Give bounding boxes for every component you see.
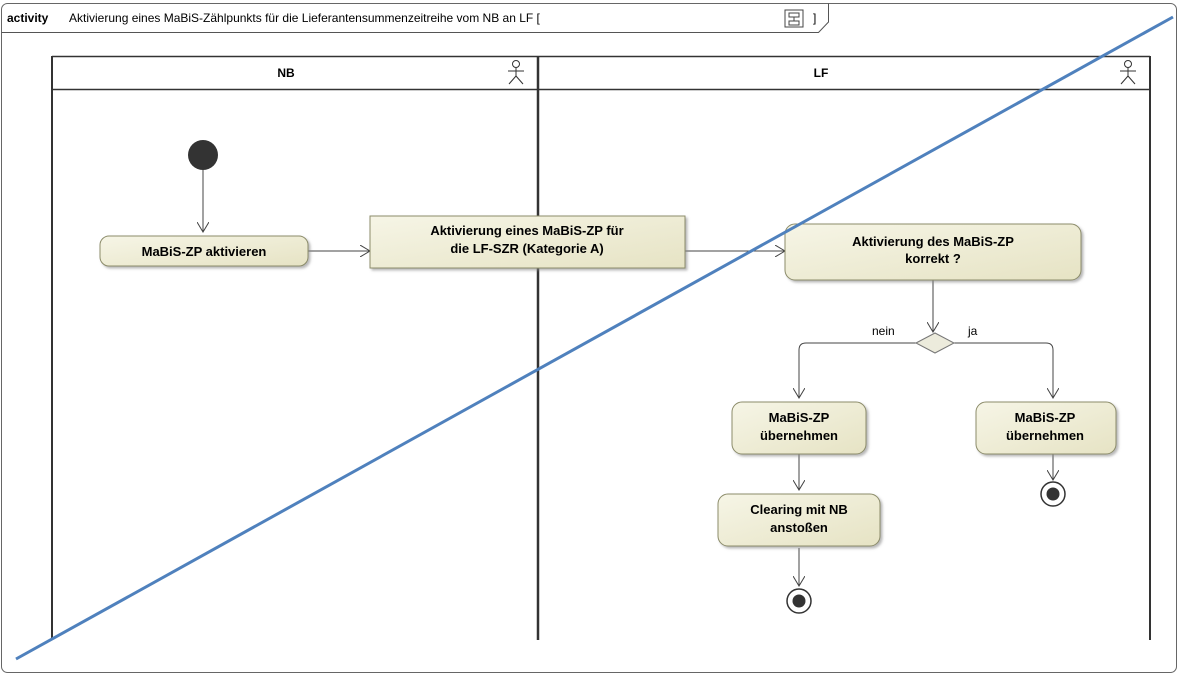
svg-text:MaBiS-ZP: MaBiS-ZP [1015,410,1076,425]
svg-text:Clearing mit NB: Clearing mit NB [750,502,848,517]
diagram-frame [1,3,1177,673]
svg-text:übernehmen: übernehmen [760,428,838,443]
flow-decision-no [799,342,916,398]
initial-node [188,140,218,170]
frame-keyword: activity [7,11,49,25]
action-mabis-zp-uebernehmen-nein: MaBiS-ZP übernehmen [731,401,867,455]
control-flows [203,170,1053,586]
action-clearing-mit-nb: Clearing mit NB anstoßen [717,493,881,547]
lane-header-area [52,56,1150,90]
svg-text:übernehmen: übernehmen [1006,428,1084,443]
guard-ja: ja [967,324,978,338]
frame-label-box [1,3,829,33]
final-node-accepted [1040,481,1066,507]
svg-text:MaBiS-ZP aktivieren: MaBiS-ZP aktivieren [142,244,267,259]
action-mabis-zp-uebernehmen-ja: MaBiS-ZP übernehmen [975,401,1117,455]
actor-icon [1120,60,1136,85]
frame-title: Aktivierung eines MaBiS-Zählpunkts für d… [69,11,541,25]
svg-text:die LF-SZR (Kategorie A): die LF-SZR (Kategorie A) [450,241,603,256]
flow-decision-yes [954,342,1053,398]
diagram-icon [784,9,804,28]
lane-name-lf: LF [814,66,829,80]
svg-text:Aktivierung eines MaBiS-ZP für: Aktivierung eines MaBiS-ZP für [430,223,623,238]
svg-text:Aktivierung des MaBiS-ZP: Aktivierung des MaBiS-ZP [852,234,1014,249]
actor-icon [508,60,524,85]
decision-node [914,332,956,354]
guard-nein: nein [872,324,895,338]
svg-text:korrekt ?: korrekt ? [905,251,961,266]
action-mabis-zp-aktivieren: MaBiS-ZP aktivieren [99,235,309,267]
object-node: Aktivierung eines MaBiS-ZP für die LF-SZ… [369,215,686,269]
lane-name-nb: NB [277,66,295,80]
action-aktivierung-korrekt: Aktivierung des MaBiS-ZP korrekt ? [784,223,1082,281]
svg-text:anstoßen: anstoßen [770,520,828,535]
overlay-strike-line [15,15,1174,661]
final-node-clearing [786,588,812,614]
frame-title-close: ] [813,11,816,25]
svg-text:MaBiS-ZP: MaBiS-ZP [769,410,830,425]
